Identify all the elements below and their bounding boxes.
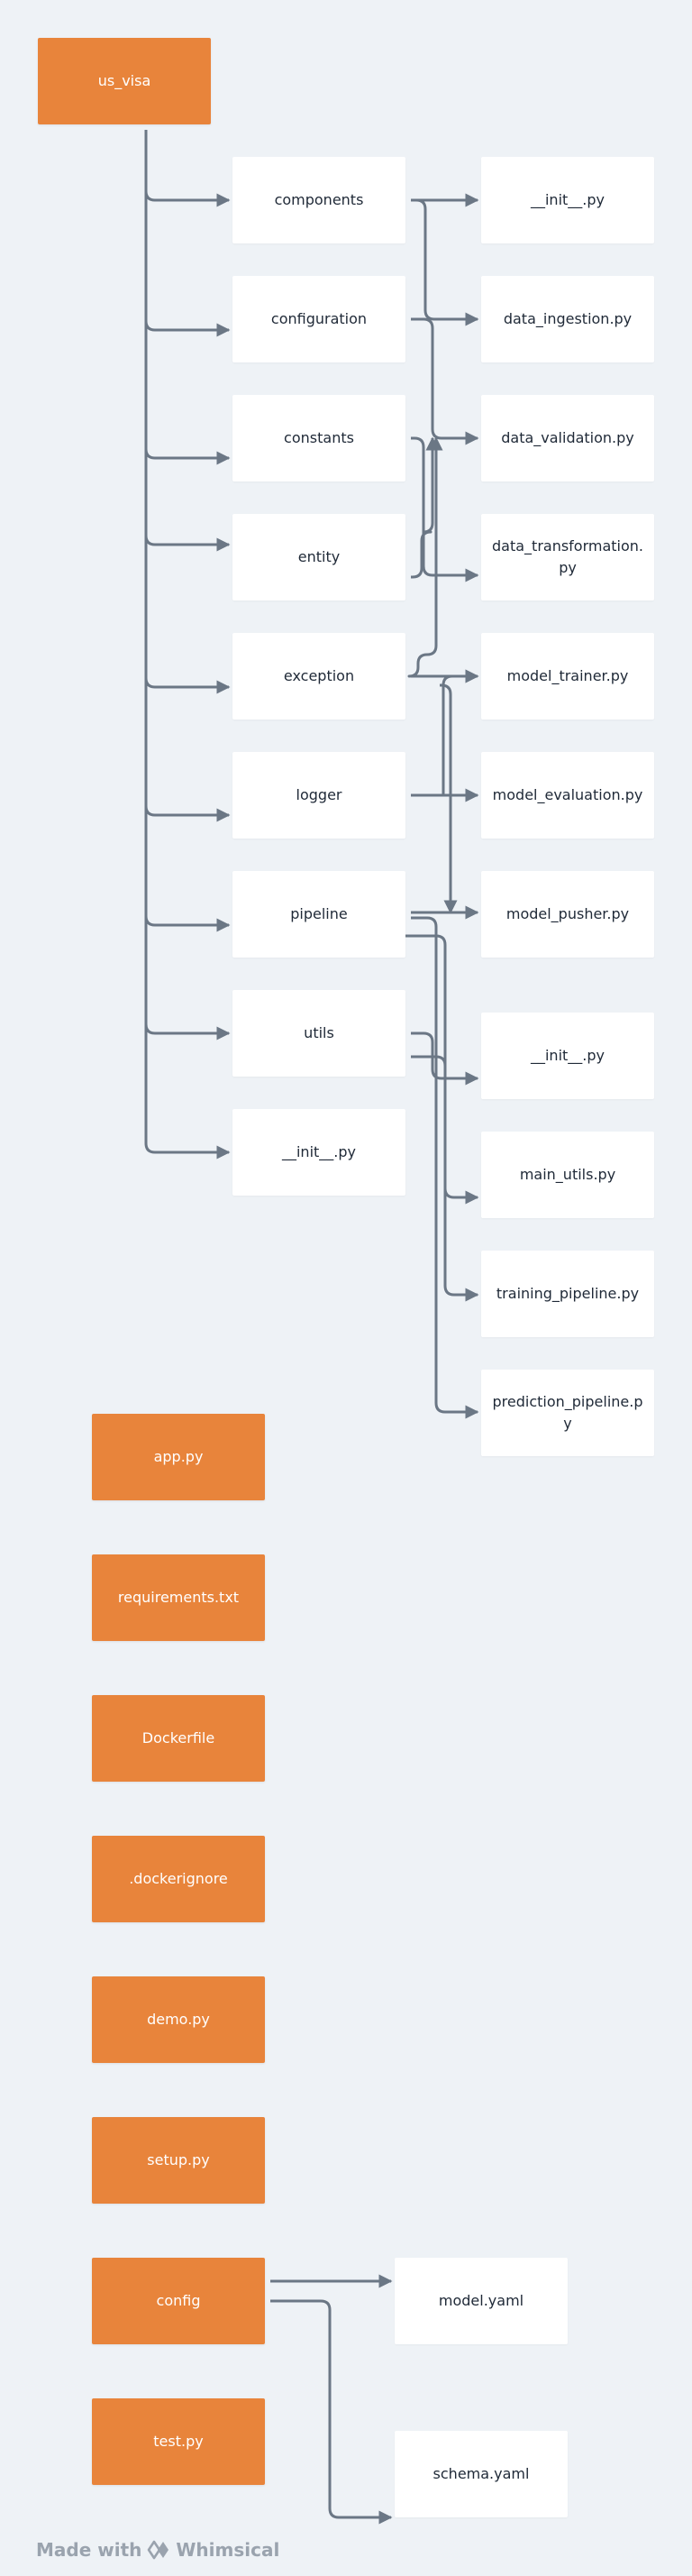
folder-components[interactable]: components bbox=[232, 157, 405, 243]
edge-configuration-to-ingestion bbox=[411, 198, 479, 326]
whimsical-logo-icon bbox=[147, 2540, 170, 2560]
file-data-transformation[interactable]: data_transformation.py bbox=[481, 514, 654, 600]
file-test-py[interactable]: test.py bbox=[92, 2398, 265, 2485]
edge-entity-to-transformation bbox=[411, 436, 479, 582]
edge-root-to-folder-0 bbox=[144, 130, 231, 207]
file-requirements-txt[interactable]: requirements.txt bbox=[92, 1554, 265, 1641]
file-utils-init-py[interactable]: __init__.py bbox=[481, 1013, 654, 1099]
folder-entity[interactable]: entity bbox=[232, 514, 405, 600]
edge-root-to-folder-3 bbox=[144, 130, 231, 552]
made-with-label: Made with bbox=[36, 2539, 142, 2561]
edge-pipeline-to-trainer bbox=[440, 683, 458, 914]
edge-root-to-folder-7 bbox=[144, 130, 231, 1040]
edge-logger-to-trainer bbox=[442, 669, 479, 795]
file-model-pusher[interactable]: model_pusher.py bbox=[481, 871, 654, 958]
file-model-yaml[interactable]: model.yaml bbox=[395, 2258, 568, 2344]
file-main-utils[interactable]: main_utils.py bbox=[481, 1132, 654, 1218]
file-data-validation[interactable]: data_validation.py bbox=[481, 395, 654, 481]
folder-pipeline[interactable]: pipeline bbox=[232, 871, 405, 958]
folder-utils[interactable]: utils bbox=[232, 990, 405, 1077]
file-app-py[interactable]: app.py bbox=[92, 1414, 265, 1500]
file-prediction-pipeline[interactable]: prediction_pipeline.py bbox=[481, 1370, 654, 1456]
folder-constants[interactable]: constants bbox=[232, 395, 405, 481]
file-model-trainer[interactable]: model_trainer.py bbox=[481, 633, 654, 720]
edge-constants-to-validation bbox=[411, 317, 479, 445]
whimsical-brand-label: Whimsical bbox=[176, 2539, 280, 2561]
folder-exception[interactable]: exception bbox=[232, 633, 405, 720]
file-dockerignore[interactable]: .dockerignore bbox=[92, 1836, 265, 1922]
edge-config-to-schema-yaml bbox=[270, 2299, 393, 2525]
folder-logger[interactable]: logger bbox=[232, 752, 405, 839]
file-model-evaluation[interactable]: model_evaluation.py bbox=[481, 752, 654, 839]
edge-entity-to-constants bbox=[411, 436, 440, 579]
edge-root-to-folder-4 bbox=[144, 130, 231, 694]
edge-exception-to-validation bbox=[407, 436, 443, 678]
edge-root-to-folder-1 bbox=[144, 130, 231, 337]
whimsical-watermark[interactable]: Made with Whimsical bbox=[36, 2536, 279, 2563]
edge-root-to-folder-6 bbox=[144, 130, 231, 932]
file-init-py[interactable]: __init__.py bbox=[232, 1109, 405, 1196]
edge-root-to-folder-8 bbox=[144, 130, 231, 1160]
folder-configuration[interactable]: configuration bbox=[232, 276, 405, 362]
edge-root-to-folder-2 bbox=[144, 130, 231, 465]
root-folder-us-visa[interactable]: us_visa bbox=[38, 38, 211, 124]
edge-pipeline-to-prediction bbox=[411, 916, 479, 1419]
file-schema-yaml[interactable]: schema.yaml bbox=[395, 2431, 568, 2517]
file-training-pipeline[interactable]: training_pipeline.py bbox=[481, 1251, 654, 1337]
file-demo-py[interactable]: demo.py bbox=[92, 1976, 265, 2063]
folder-config[interactable]: config bbox=[92, 2258, 265, 2344]
edge-root-to-folder-5 bbox=[144, 130, 231, 822]
file-data-ingestion[interactable]: data_ingestion.py bbox=[481, 276, 654, 362]
file-dockerfile[interactable]: Dockerfile bbox=[92, 1695, 265, 1782]
file-components-init-py[interactable]: __init__.py bbox=[481, 157, 654, 243]
file-setup-py[interactable]: setup.py bbox=[92, 2117, 265, 2204]
edge-pipeline-to-training bbox=[404, 934, 479, 1302]
